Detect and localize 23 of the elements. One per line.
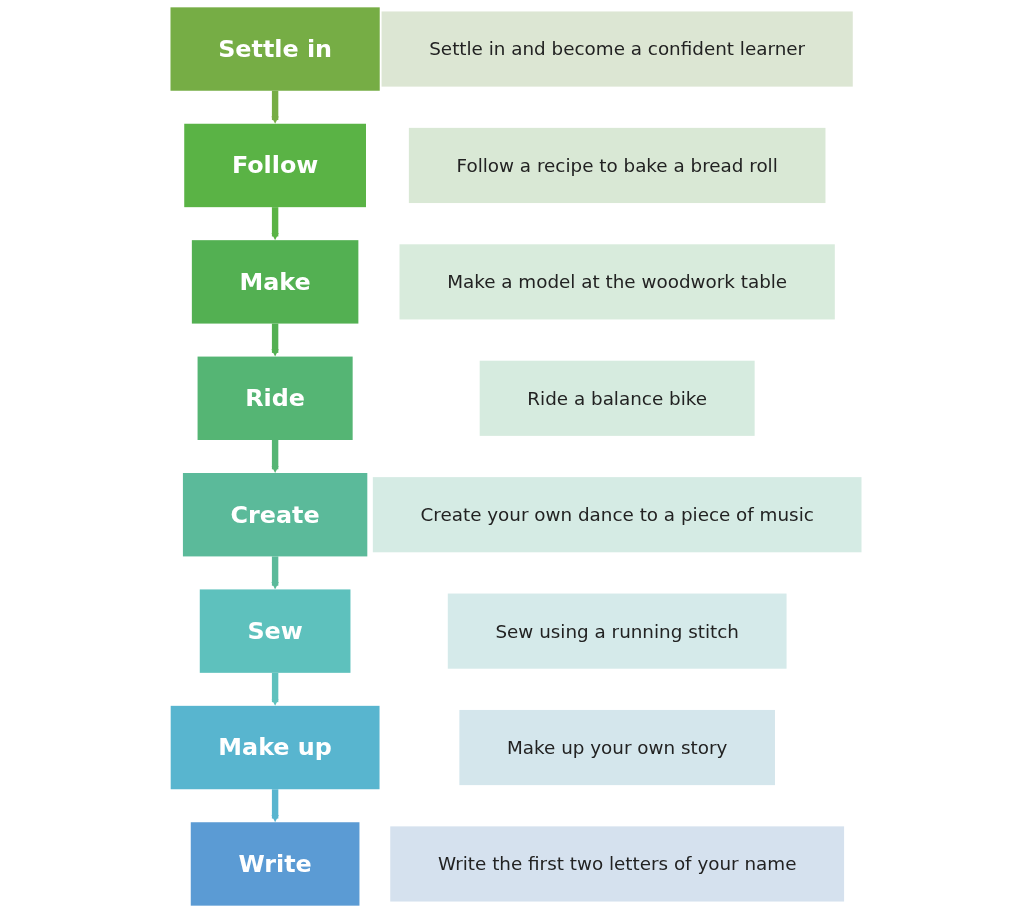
node-box: Settle in and become a confident learner — [381, 11, 853, 87]
node-box: Ride — [197, 356, 353, 440]
node-box: Write — [190, 822, 360, 906]
arrow — [271, 788, 279, 823]
node-box: Create your own dance to a piece of music — [372, 477, 862, 553]
node-box: Write the first two letters of your name — [390, 826, 845, 902]
arrow — [271, 90, 279, 124]
arrow — [271, 206, 279, 241]
node-box: Follow a recipe to bake a bread roll — [408, 127, 826, 204]
node-box: Sew using a running stitch — [447, 593, 787, 669]
node-box: Follow — [184, 123, 366, 208]
node-box: Make up your own story — [459, 709, 775, 786]
arrow — [271, 555, 279, 590]
node-box: Sew — [199, 589, 351, 673]
node-box: Make a model at the woodwork table — [399, 244, 835, 320]
arrow — [271, 439, 279, 473]
arrow — [271, 672, 279, 706]
node-box: Make — [191, 240, 359, 324]
arrow — [271, 323, 279, 357]
node-box: Create — [182, 473, 368, 557]
node-box: Make up — [170, 705, 380, 790]
node-box: Ride a balance bike — [479, 360, 755, 436]
node-box: Settle in — [170, 7, 380, 91]
